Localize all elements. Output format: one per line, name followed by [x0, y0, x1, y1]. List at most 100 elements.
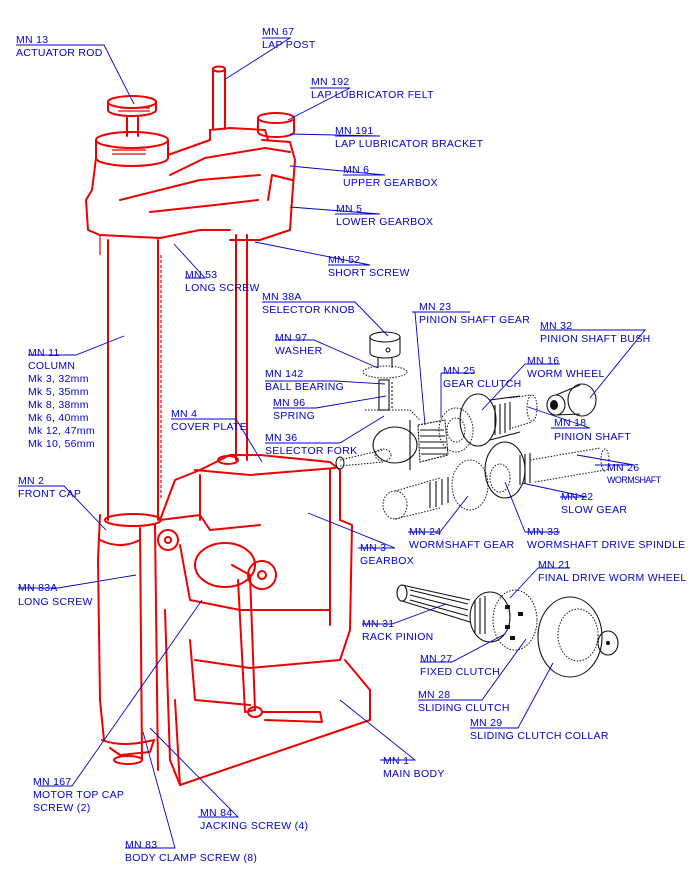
svg-text:WASHER: WASHER: [275, 345, 323, 357]
slow-gear-part: [484, 441, 531, 499]
svg-text:SCREW (2): SCREW (2): [33, 802, 91, 814]
front-cap-part: [97, 514, 159, 771]
svg-text:MN 32: MN 32: [540, 320, 572, 332]
svg-text:FINAL DRIVE WORM WHEEL: FINAL DRIVE WORM WHEEL: [538, 572, 687, 584]
washer-part: [362, 365, 408, 379]
column-part: [104, 234, 248, 527]
gear-clutch-part: [438, 407, 474, 453]
svg-text:MN 38A: MN 38A: [262, 291, 302, 303]
svg-text:SELECTOR KNOB: SELECTOR KNOB: [262, 304, 355, 316]
svg-text:LAP LUBRICATOR FELT: LAP LUBRICATOR FELT: [311, 89, 434, 101]
svg-text:MN 6: MN 6: [343, 164, 369, 176]
svg-text:Mk 8, 38mm: Mk 8, 38mm: [28, 399, 89, 411]
svg-text:MN 18: MN 18: [554, 417, 586, 429]
svg-text:Mk 10, 56mm: Mk 10, 56mm: [28, 438, 95, 450]
svg-text:Mk 3, 32mm: Mk 3, 32mm: [28, 373, 89, 385]
svg-text:WORM WHEEL: WORM WHEEL: [527, 368, 605, 380]
svg-text:MN 84: MN 84: [200, 807, 232, 819]
svg-text:MN 97: MN 97: [275, 332, 307, 344]
upper-gearbox-part: [85, 112, 296, 255]
svg-text:MN 4: MN 4: [171, 408, 197, 420]
svg-text:MN 23: MN 23: [419, 301, 451, 313]
svg-text:LONG SCREW: LONG SCREW: [185, 282, 260, 294]
svg-text:WORMSHAFT: WORMSHAFT: [607, 475, 662, 485]
svg-text:SLOW GEAR: SLOW GEAR: [561, 504, 627, 516]
svg-text:Mk 6, 40mm: Mk 6, 40mm: [28, 412, 89, 424]
svg-text:SLIDING CLUTCH: SLIDING CLUTCH: [418, 702, 510, 714]
svg-text:MN 11: MN 11: [28, 347, 60, 359]
lap-post-part: [212, 65, 226, 130]
svg-text:GEAR CLUTCH: GEAR CLUTCH: [443, 378, 522, 390]
leader-lines: [16, 37, 646, 849]
main-assembly-drawing: [85, 65, 371, 786]
svg-text:MN 28: MN 28: [418, 689, 450, 701]
svg-text:MN 142: MN 142: [265, 368, 304, 380]
worm-wheel-part: [459, 393, 521, 447]
svg-text:MOTOR TOP CAP: MOTOR TOP CAP: [33, 789, 124, 801]
svg-text:COVER PLATE: COVER PLATE: [171, 421, 247, 433]
svg-text:MN 67: MN 67: [262, 26, 294, 38]
pinion-shaft-part: [509, 394, 538, 429]
svg-text:MN 29: MN 29: [470, 717, 502, 729]
svg-text:FRONT CAP: FRONT CAP: [18, 488, 81, 500]
svg-text:SLIDING CLUTCH COLLAR: SLIDING CLUTCH COLLAR: [470, 730, 609, 742]
svg-text:MN 3: MN 3: [360, 542, 386, 554]
svg-text:MN 21: MN 21: [538, 559, 570, 571]
svg-text:SPRING: SPRING: [273, 410, 315, 422]
svg-text:MN 192: MN 192: [311, 76, 350, 88]
svg-text:MN 16: MN 16: [527, 355, 559, 367]
svg-text:MN 83: MN 83: [125, 839, 157, 851]
svg-text:WORMSHAFT GEAR: WORMSHAFT GEAR: [409, 539, 515, 551]
svg-text:GEARBOX: GEARBOX: [360, 555, 414, 567]
rack-pinion-part: [396, 584, 471, 623]
svg-text:SHORT SCREW: SHORT SCREW: [328, 267, 410, 279]
svg-text:Mk 12, 47mm: Mk 12, 47mm: [28, 425, 95, 437]
gear-parts-drawing: [335, 331, 619, 678]
svg-text:MN 22: MN 22: [561, 491, 593, 503]
pinion-shaft-gear-part: [417, 419, 449, 463]
svg-text:MN 36: MN 36: [265, 432, 297, 444]
wormshaft-gear-part: [382, 459, 489, 520]
svg-text:COLUMN: COLUMN: [28, 360, 75, 372]
svg-text:MN 25: MN 25: [443, 365, 475, 377]
gearbox-part: [157, 454, 353, 723]
sliding-clutch-collar-part: [537, 596, 619, 678]
svg-text:JACKING SCREW (4): JACKING SCREW (4): [200, 820, 308, 832]
fixed-clutch-part: [492, 589, 538, 651]
svg-text:MAIN BODY: MAIN BODY: [383, 768, 445, 780]
svg-text:MN 5: MN 5: [336, 203, 362, 215]
pinion-shaft-bush-part: [546, 383, 597, 417]
svg-text:PINION SHAFT BUSH: PINION SHAFT BUSH: [540, 333, 651, 345]
svg-text:MN 191: MN 191: [335, 125, 374, 137]
svg-text:UPPER GEARBOX: UPPER GEARBOX: [343, 177, 438, 189]
